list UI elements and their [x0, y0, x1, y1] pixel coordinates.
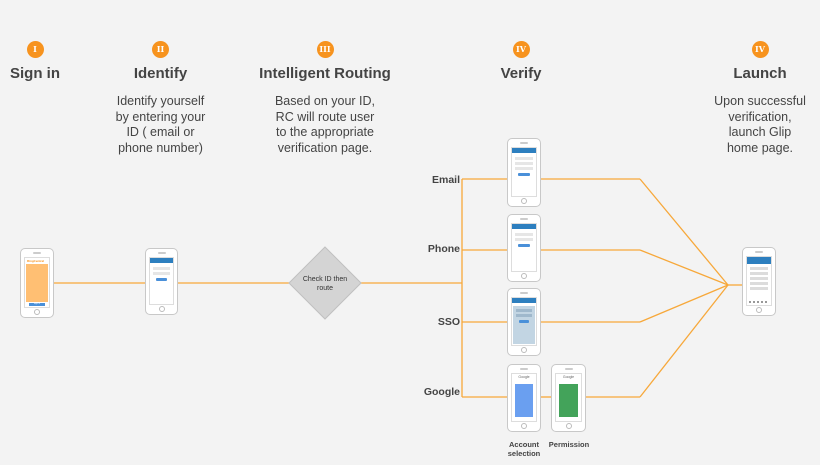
phone-google-permission: Google — [551, 364, 586, 432]
phone-verify-phone — [507, 214, 541, 282]
channel-label-phone: Phone — [427, 243, 460, 255]
step-description: Identify yourself by entering your ID ( … — [115, 94, 206, 155]
step-identify: II Identify Identify yourself by enterin… — [100, 41, 221, 156]
connector-phone-launch — [639, 249, 729, 286]
step-title: Launch — [733, 65, 787, 82]
channel-label-google: Google — [423, 386, 460, 398]
google-permission-fill — [559, 384, 578, 417]
step-badge: II — [152, 41, 169, 58]
step-title: Identify — [133, 65, 188, 82]
launch-tabbar — [749, 301, 769, 303]
signin-logo: RingCentral — [27, 259, 45, 263]
step-badge: I — [26, 41, 44, 58]
phone-verify-sso — [507, 288, 541, 356]
phone-verify-email — [507, 138, 541, 207]
channel-label-email: Email — [431, 174, 460, 186]
connector-email-launch — [639, 178, 729, 286]
step-title: Verify — [500, 65, 542, 82]
step-title: Sign in — [10, 65, 60, 82]
label-permission: Permission — [548, 440, 590, 449]
step-sign-in: I Sign in — [4, 41, 66, 82]
sso-screen-fill — [513, 306, 535, 344]
google-logo: Google — [518, 375, 530, 379]
step-description: Upon successful verification, launch Gli… — [714, 94, 806, 155]
step-title: Intelligent Routing — [259, 65, 391, 82]
step-badge: III — [316, 41, 334, 58]
google-account-fill — [515, 384, 533, 417]
step-badge: IV — [751, 41, 769, 58]
step-badge: IV — [512, 41, 530, 58]
step-launch: IV Launch Upon successful verification, … — [700, 41, 820, 156]
step-description: Based on your ID, RC will route user to … — [274, 94, 376, 155]
signin-button: Sign In — [29, 303, 45, 306]
connector-google-launch-diag — [639, 284, 729, 398]
router-diamond — [288, 246, 362, 320]
phone-sign-in: RingCentral Sign In — [20, 248, 54, 318]
label-account-selection: Account selection — [507, 440, 541, 458]
signin-screen-fill — [26, 264, 48, 302]
step-intelligent-routing: III Intelligent Routing Based on your ID… — [255, 41, 395, 156]
google-logo: Google — [562, 375, 575, 379]
channel-label-sso: SSO — [437, 316, 460, 328]
phone-launch — [742, 247, 776, 316]
connector-sso-launch — [639, 284, 729, 323]
phone-google-account: Google — [507, 364, 541, 432]
phone-identify — [145, 248, 178, 315]
router-label: Check ID then route — [302, 276, 348, 292]
step-verify: IV Verify — [490, 41, 552, 82]
